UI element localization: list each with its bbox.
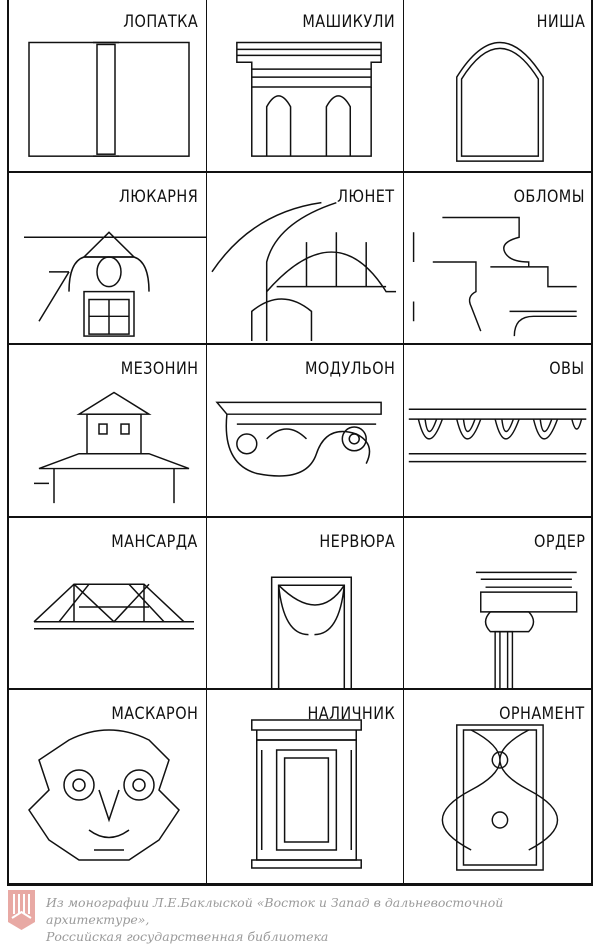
term-label: МАСКАРОН — [111, 704, 198, 724]
window-casing-drawing-icon — [251, 719, 362, 869]
ovolo-drawing-icon — [408, 408, 587, 463]
cell-ornament: ОРНАМЕНТ — [404, 690, 593, 886]
mansard-drawing-icon — [33, 583, 194, 630]
term-label: ЛОПАТКА — [123, 12, 198, 32]
term-label: НАЛИЧНИК — [307, 704, 395, 724]
credit-line-2: Российская государственная библиотека — [46, 929, 329, 944]
mascaron-drawing-icon — [28, 729, 180, 861]
illustration-grid: ЛОПАТКА МАШИКУЛИ НИША ЛЮКАРНЯ ЛЮНЕТ ОБЛОМЫ МЕЗ… — [7, 0, 593, 886]
cell-mascaron: МАСКАРОН — [9, 690, 207, 886]
term-label: МАНСАРДА — [111, 532, 198, 552]
footer: Из монографии Л.Е.Баклыской «Восток и За… — [0, 888, 600, 944]
cell-lucarne: ЛЮКАРНЯ — [9, 173, 207, 345]
order-drawing-icon — [475, 571, 578, 688]
term-label: ЛЮНЕТ — [337, 187, 395, 207]
mezzanine-drawing-icon — [34, 391, 190, 504]
credit-line-1: Из монографии Л.Е.Баклыской «Восток и За… — [46, 895, 504, 927]
cell-moulding: ОБЛОМЫ — [404, 173, 593, 345]
niche-drawing-icon — [456, 41, 544, 162]
cell-ovolo: ОВЫ — [404, 345, 593, 518]
term-label: МАШИКУЛИ — [302, 12, 395, 32]
cell-niche: НИША — [404, 0, 593, 173]
term-label: МЕЗОНИН — [120, 359, 198, 379]
modillion-drawing-icon — [215, 401, 382, 477]
term-label: ОБЛОМЫ — [513, 187, 585, 207]
term-label: ЛЮКАРНЯ — [118, 187, 198, 207]
term-label: ОРНАМЕНТ — [499, 704, 585, 724]
lucarne-drawing-icon — [24, 231, 206, 337]
cell-window-casing: НАЛИЧНИК — [207, 690, 404, 886]
term-label: ОВЫ — [549, 359, 585, 379]
cell-mansard: МАНСАРДА — [9, 518, 207, 690]
cell-pilaster: ЛОПАТКА — [9, 0, 207, 173]
term-label: МОДУЛЬОН — [304, 359, 395, 379]
cell-rib-vault: НЕРВЮРА — [207, 518, 404, 690]
cell-order: ОРДЕР — [404, 518, 593, 690]
pilaster-drawing-icon — [28, 41, 190, 157]
term-label: НЕРВЮРА — [319, 532, 395, 552]
ornament-drawing-icon — [441, 724, 558, 871]
rib-vault-drawing-icon — [270, 576, 353, 688]
moulding-drawing-icon — [412, 216, 577, 337]
cell-machicolation: МАШИКУЛИ — [207, 0, 404, 173]
machicolation-drawing-icon — [236, 41, 382, 157]
term-label: ОРДЕР — [533, 532, 585, 552]
cell-mezzanine: МЕЗОНИН — [9, 345, 207, 518]
term-label: НИША — [536, 12, 585, 32]
cell-lunette: ЛЮНЕТ — [207, 173, 404, 345]
cell-modillion: МОДУЛЬОН — [207, 345, 404, 518]
library-logo-icon — [8, 890, 35, 930]
lunette-drawing-icon — [211, 201, 397, 342]
